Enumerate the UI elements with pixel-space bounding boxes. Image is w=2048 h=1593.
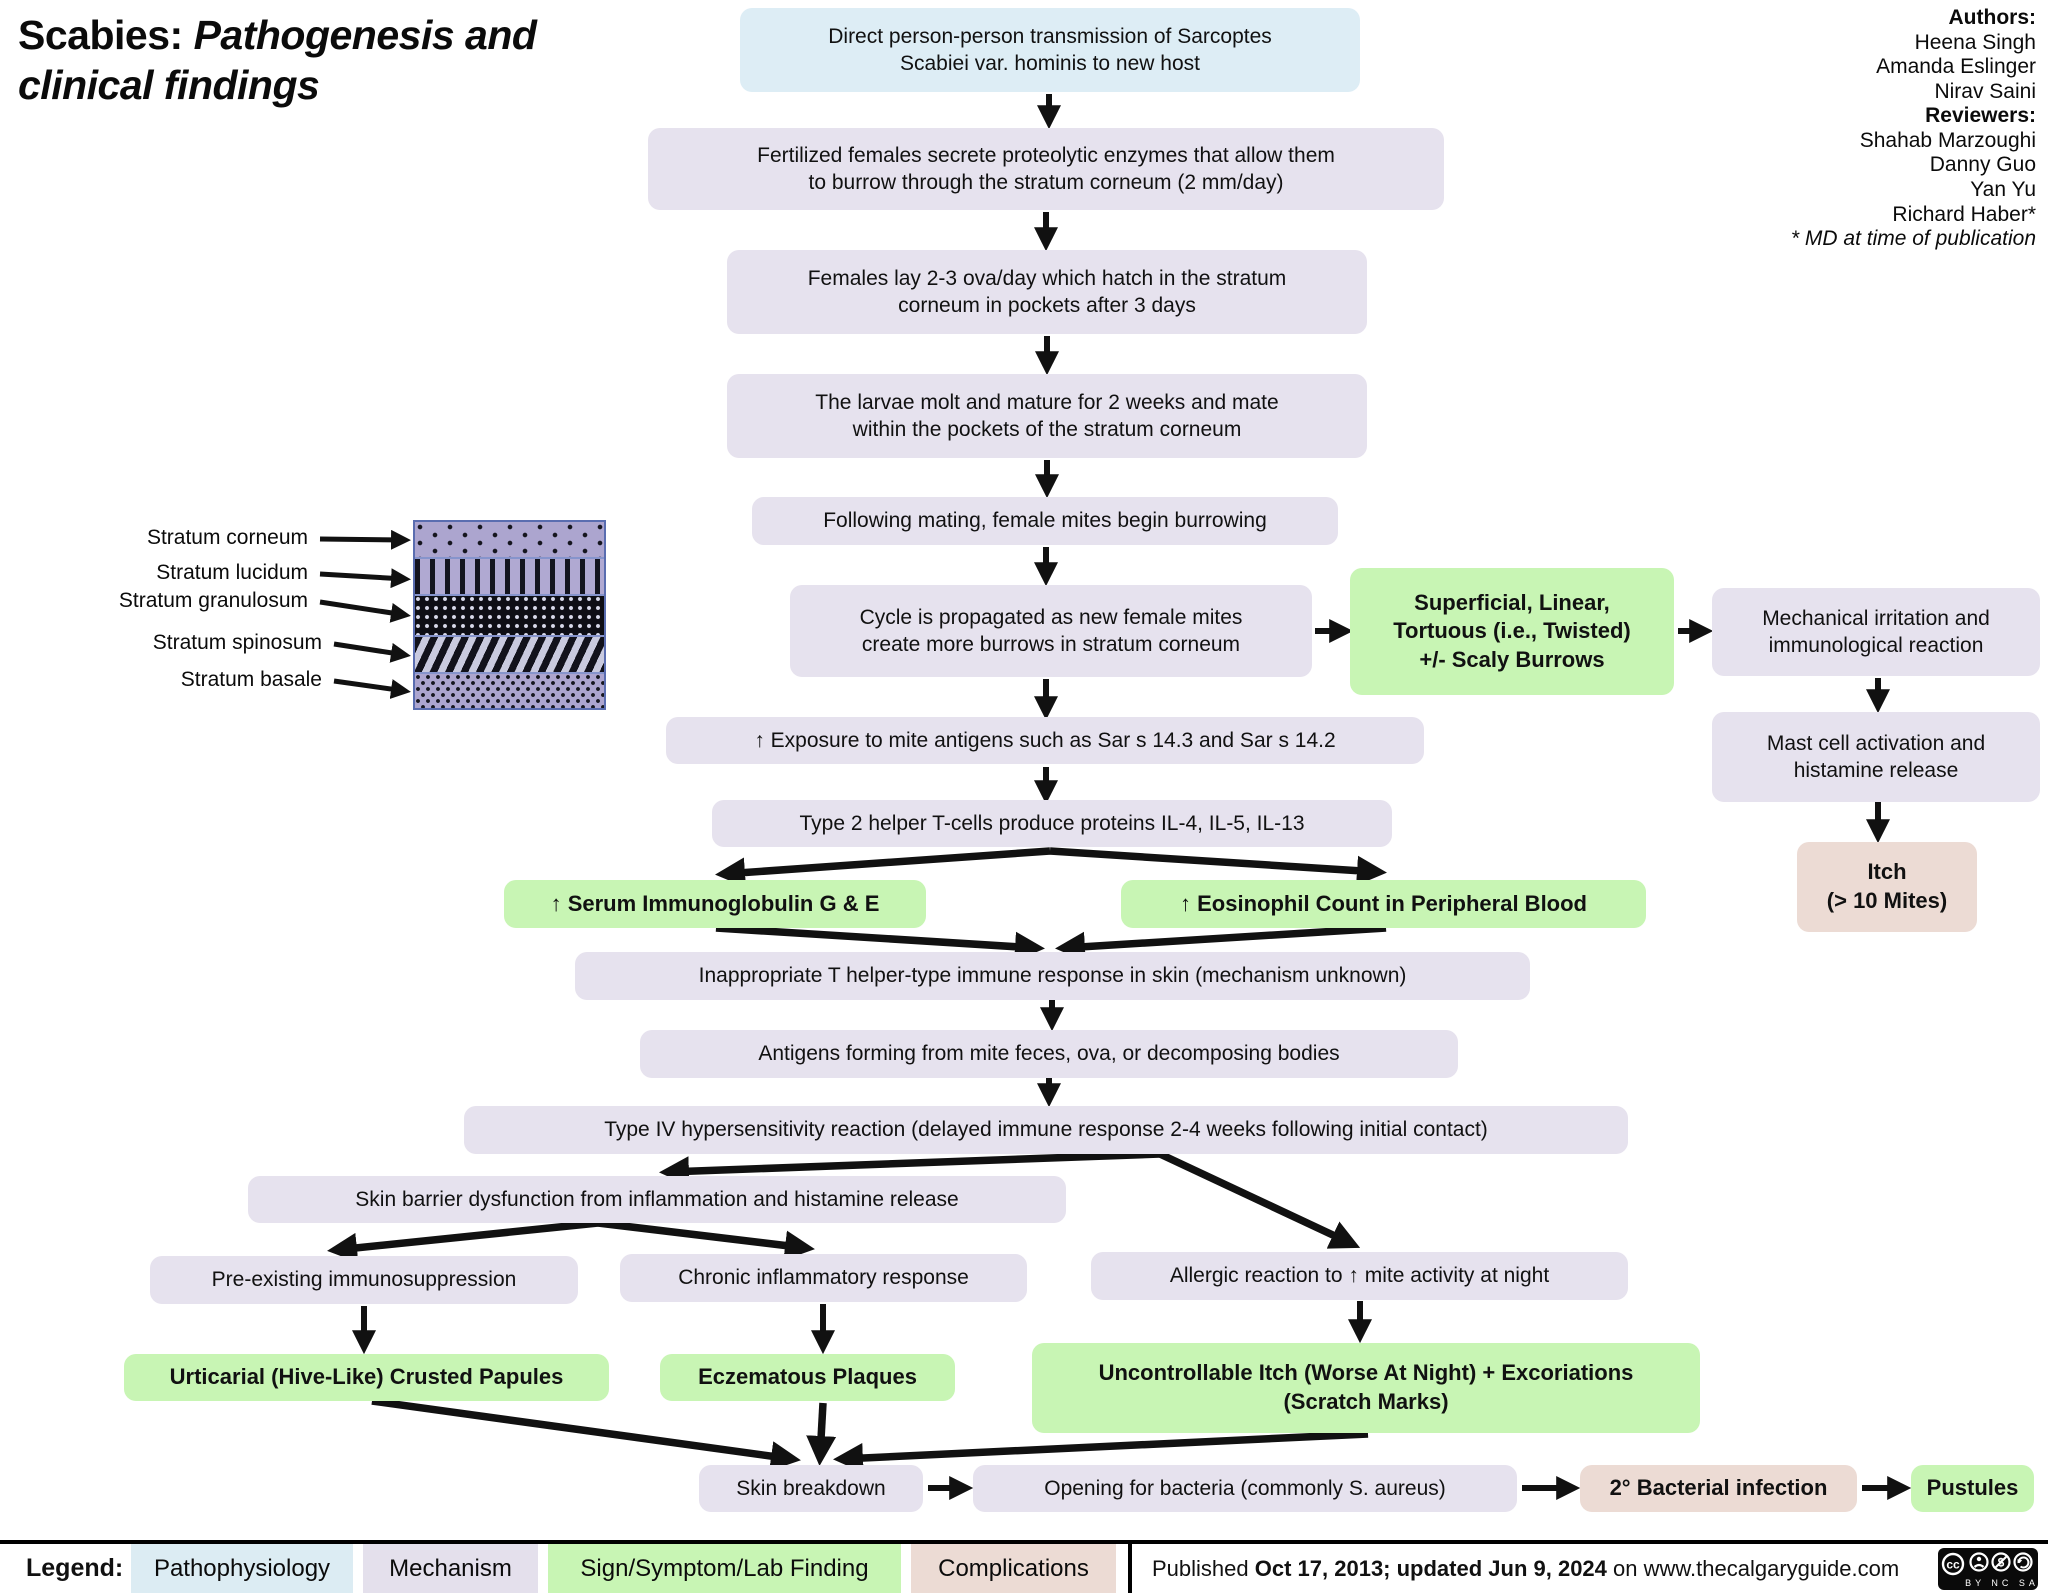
legend-item-pathophysiology: Pathophysiology	[131, 1544, 353, 1593]
skin-layer-label-lucidum: Stratum lucidum	[156, 561, 308, 584]
reviewers-label: Reviewers:	[1925, 104, 2036, 128]
page-title-prefix: Scabies:	[18, 12, 183, 58]
node-pre-existing-immunosuppression: Pre-existing immunosuppression	[150, 1256, 578, 1304]
node-pustules: Pustules	[1911, 1465, 2034, 1512]
reviewer-name: Yan Yu	[1970, 177, 2036, 201]
site-url: www.thecalgaryguide.com	[1643, 1555, 1900, 1581]
node-eczematous-plaques: Eczematous Plaques	[660, 1354, 955, 1401]
node-eosinophil-count: ↑ Eosinophil Count in Peripheral Blood	[1121, 880, 1646, 928]
skin-layers-diagram	[413, 520, 606, 710]
node-urticarial-papules: Urticarial (Hive-Like) Crusted Papules	[124, 1354, 609, 1401]
published-prefix: Published	[1152, 1555, 1255, 1581]
page-title-emphasis: Pathogenesis and clinical findings	[18, 12, 537, 109]
credits-footnote: * MD at time of publication	[1790, 227, 2036, 251]
node-fertilized-females: Fertilized females secrete proteolytic e…	[648, 128, 1444, 210]
node-allergic-reaction-night: Allergic reaction to ↑ mite activity at …	[1091, 1252, 1628, 1300]
credits-block: Authors: Heena Singh Amanda Eslinger Nir…	[1791, 6, 2036, 252]
legend-bar: Legend: Pathophysiology Mechanism Sign/S…	[0, 1540, 2048, 1593]
authors-label: Authors:	[1948, 6, 2037, 29]
node-mechanical-irritation: Mechanical irritation and immunological …	[1712, 588, 2040, 676]
node-transmission: Direct person-person transmission of Sar…	[740, 8, 1360, 92]
reviewer-name: Richard Haber*	[1892, 202, 2036, 226]
reviewer-name: Shahab Marzoughi	[1859, 128, 2036, 152]
published-line: Published Oct 17, 2013; updated Jun 9, 2…	[1152, 1544, 1899, 1593]
node-larvae-molt: The larvae molt and mature for 2 weeks a…	[727, 374, 1367, 458]
node-females-lay-ova: Females lay 2-3 ova/day which hatch in t…	[727, 250, 1367, 334]
node-mating-burrowing: Following mating, female mites begin bur…	[752, 497, 1338, 545]
node-uncontrollable-itch: Uncontrollable Itch (Worse At Night) + E…	[1032, 1343, 1700, 1433]
legend-item-mechanism: Mechanism	[363, 1544, 538, 1593]
node-mast-cell: Mast cell activation and histamine relea…	[1712, 712, 2040, 802]
legend-item-complications: Complications	[911, 1544, 1116, 1593]
node-chronic-inflammatory: Chronic inflammatory response	[620, 1254, 1027, 1302]
skin-layer-label-granulosum: Stratum granulosum	[118, 589, 308, 612]
skin-band-corneum	[415, 522, 604, 559]
published-on: on	[1606, 1555, 1644, 1581]
node-type4-hypersensitivity: Type IV hypersensitivity reaction (delay…	[464, 1106, 1628, 1154]
skin-band-spinosum	[415, 637, 604, 674]
node-skin-barrier-dysfunction: Skin barrier dysfunction from inflammati…	[248, 1176, 1066, 1223]
author-name: Amanda Eslinger	[1876, 55, 2036, 79]
skin-band-basale	[415, 674, 604, 708]
svg-text:cc: cc	[1946, 1558, 1960, 1572]
node-serum-ig: ↑ Serum Immunoglobulin G & E	[504, 880, 926, 928]
skin-band-lucidum	[415, 559, 604, 596]
legend-divider	[1128, 1544, 1132, 1593]
legend-item-sign-symptom: Sign/Symptom/Lab Finding	[548, 1544, 901, 1593]
node-scaly-burrows: Superficial, Linear, Tortuous (i.e., Twi…	[1350, 568, 1674, 695]
node-secondary-bacterial-infection: 2° Bacterial infection	[1580, 1465, 1857, 1512]
node-antigens-forming: Antigens forming from mite feces, ova, o…	[640, 1030, 1458, 1078]
node-type2-helper: Type 2 helper T-cells produce proteins I…	[712, 800, 1392, 847]
node-skin-breakdown: Skin breakdown	[699, 1465, 923, 1512]
author-name: Nirav Saini	[1934, 79, 2036, 103]
reviewer-name: Danny Guo	[1929, 153, 2036, 177]
author-name: Heena Singh	[1914, 30, 2036, 54]
node-bacteria-opening: Opening for bacteria (commonly S. aureus…	[973, 1465, 1517, 1512]
cc-license-badge: cc $ BY NC SA	[1938, 1548, 2038, 1590]
node-inappropriate-response: Inappropriate T helper-type immune respo…	[575, 952, 1530, 1000]
skin-layer-label-basale: Stratum basale	[180, 668, 322, 691]
page-title: Scabies: Pathogenesis and clinical findi…	[18, 10, 638, 110]
published-dates: Oct 17, 2013; updated Jun 9, 2024	[1254, 1555, 1607, 1581]
cc-license-labels: BY NC SA	[1965, 1578, 2038, 1588]
node-itch: Itch (> 10 Mites)	[1797, 842, 1977, 932]
skin-layer-label-corneum: Stratum corneum	[146, 526, 308, 549]
node-cycle-propagated: Cycle is propagated as new female mites …	[790, 585, 1312, 677]
node-antigen-exposure: ↑ Exposure to mite antigens such as Sar …	[666, 717, 1424, 764]
skin-band-granulosum	[415, 596, 604, 637]
skin-layer-label-spinosum: Stratum spinosum	[152, 631, 322, 654]
legend-label: Legend:	[26, 1554, 124, 1582]
